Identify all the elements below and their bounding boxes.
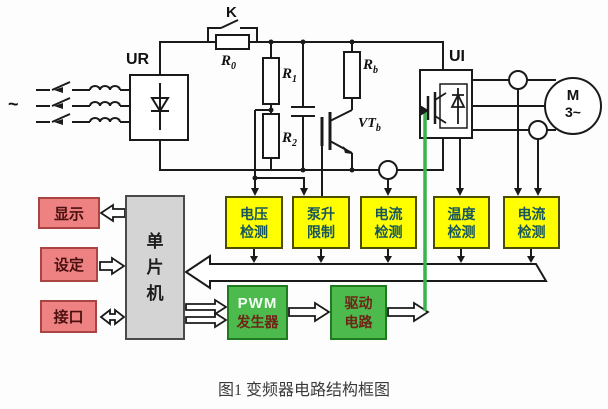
arrow-setting-to-mcu (99, 256, 126, 276)
inverter-label: UI (449, 48, 465, 65)
block-setting: 设定 (40, 247, 98, 282)
block-drive-circuit: 驱动 电路 (330, 285, 387, 340)
resistor-r1-body (262, 57, 280, 105)
arrow-mcu-to-pwm-2 (185, 311, 228, 329)
block-mcu: 单片机 (125, 195, 185, 340)
bus-current-sensor (378, 160, 398, 180)
block-current-detect-dc: 电流检测 (360, 196, 417, 249)
block-pumpup-limit: 泵升限制 (292, 196, 350, 249)
block-temperature-detect: 温度检测 (433, 196, 490, 249)
motor-label: M 3~ (565, 87, 581, 121)
arrow-pwm-to-driver (288, 301, 331, 323)
feedback-bus-arrow (184, 254, 548, 290)
rectifier-label: UR (126, 51, 150, 68)
resistor-r2-body (262, 113, 280, 159)
resistor-rb-body (343, 51, 361, 99)
output-current-sensor-1 (508, 70, 528, 90)
resistor-rb-label: Rb (363, 57, 379, 76)
rectifier-ur-box (129, 74, 189, 141)
dc-link-capacitor (291, 42, 315, 170)
brake-switch-label: K (226, 4, 237, 21)
k-switch-branch (207, 19, 258, 42)
dc-bus-positive (159, 41, 444, 75)
arrow-driver-to-gate (387, 301, 430, 323)
junction-dots (252, 39, 355, 181)
arrow-mcu-to-pwm-1 (185, 298, 228, 316)
block-display: 显示 (38, 197, 100, 229)
solid-arrowheads (54, 87, 542, 263)
resistor-r0-label: R0 (221, 53, 237, 72)
block-current-detect-output: 电流检测 (503, 196, 560, 249)
motor-circle (544, 77, 602, 135)
dc-bus-negative (159, 138, 444, 171)
gate-drive-arrowhead (420, 105, 429, 116)
block-pwm-generator: PWM 发生器 (227, 285, 288, 340)
inverter-ui-box (419, 69, 473, 139)
arrow-mcu-interface-bidir (99, 308, 126, 326)
output-current-sensor-2 (528, 120, 548, 140)
sensor-drops (387, 89, 539, 188)
vtb-igbt (320, 109, 353, 196)
resistor-r2-label: R2 (282, 130, 298, 149)
resistor-r1-label: R1 (282, 66, 298, 85)
block-interface: 接口 (40, 300, 97, 333)
block-voltage-detect: 电压检测 (225, 196, 283, 249)
transistor-vtb-label: VTb (358, 116, 381, 134)
ac-source-label: ~ (8, 94, 19, 114)
resistor-r0-body (215, 34, 250, 50)
arrow-mcu-to-display (99, 203, 126, 223)
figure-caption: 图1 变频器电路结构框图 (217, 382, 390, 399)
detection-outputs (253, 249, 532, 257)
ac-input-lines (36, 81, 131, 123)
